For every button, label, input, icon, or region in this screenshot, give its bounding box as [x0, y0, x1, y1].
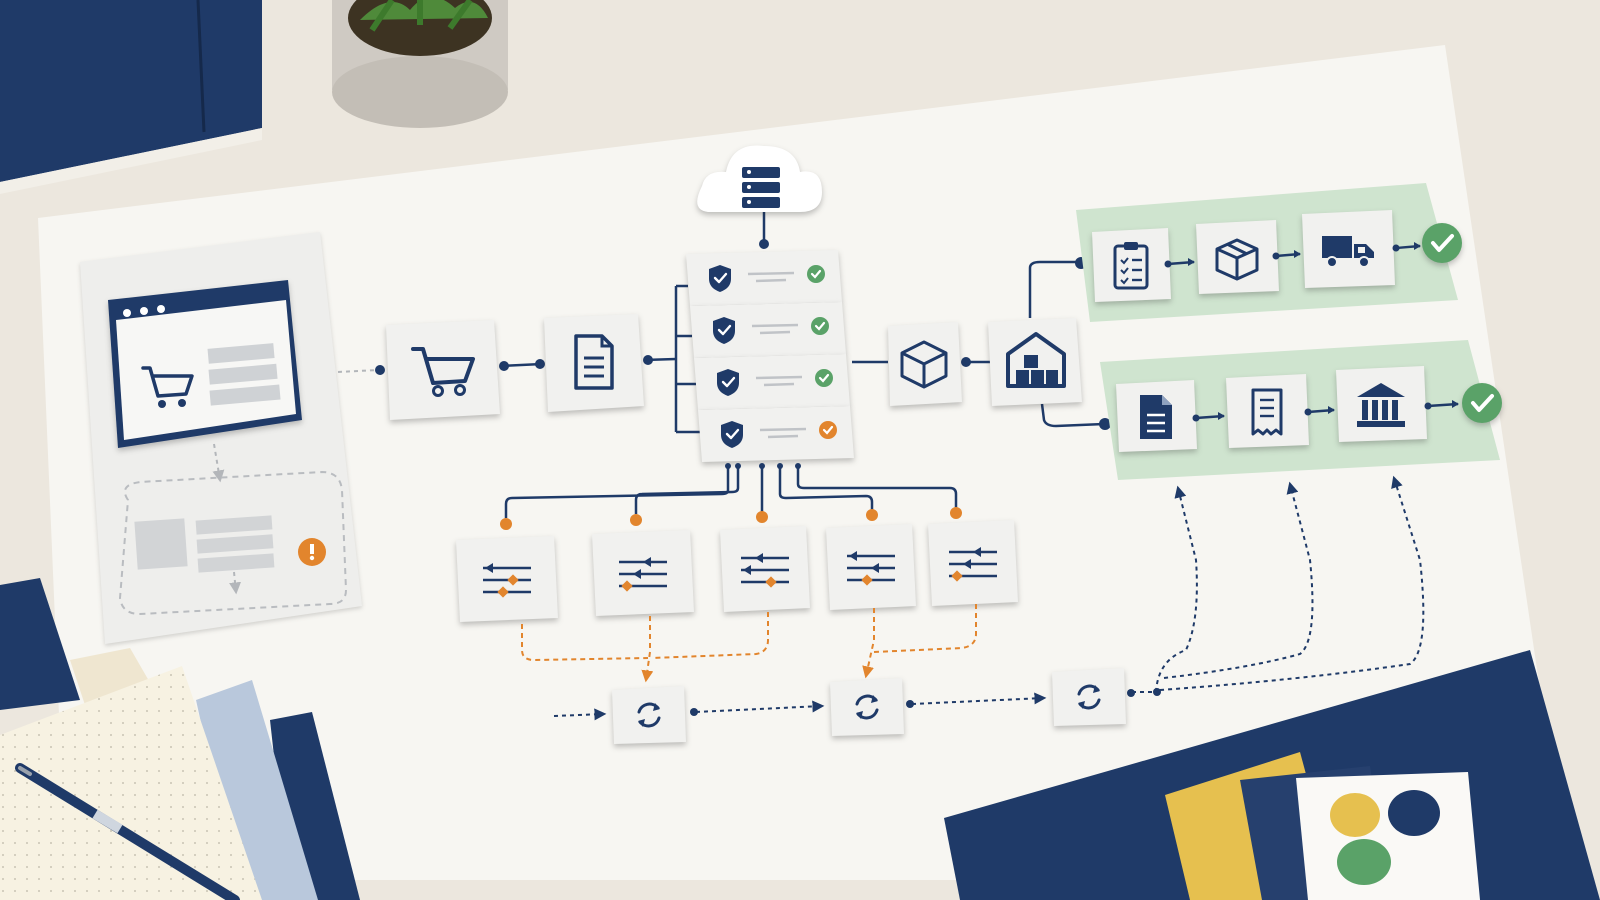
placeholder-line: [763, 382, 795, 387]
bank-icon: [1357, 383, 1405, 427]
status-ok-icon: [811, 317, 829, 335]
sync-icon: [637, 702, 661, 728]
shield-check-icon: [713, 317, 735, 344]
clipboard-checklist-icon: [1113, 242, 1149, 290]
lane-connectors: [1164, 242, 1421, 268]
shopping-cart-icon: [141, 366, 194, 408]
storefront-card: [80, 232, 362, 644]
sync-node[interactable]: [612, 686, 686, 744]
placeholder-line: [759, 330, 791, 335]
status-ok-icon: [807, 265, 825, 283]
config-node[interactable]: [456, 536, 558, 622]
config-branch-connectors: [504, 466, 958, 518]
yellow-swatch-dot: [1330, 793, 1380, 837]
placeholder-line: [751, 323, 799, 328]
lane-step[interactable]: [1336, 366, 1427, 442]
potted-plant: [332, 0, 508, 128]
config-node[interactable]: [826, 524, 916, 610]
sliders-icon: [619, 557, 667, 592]
security-check-card[interactable]: [690, 302, 846, 358]
status-pending-icon: [819, 421, 837, 439]
receipt-icon: [1251, 388, 1283, 436]
lane-result: [1462, 383, 1502, 423]
orange-feedback-connectors: [521, 604, 977, 683]
connector-dots: [499, 239, 1111, 430]
lane-result: [1422, 223, 1462, 263]
exclamation-icon: [298, 538, 326, 566]
placeholder-line: [747, 271, 795, 276]
navy-swatch-dot: [1388, 790, 1440, 836]
sync-node-row: [612, 668, 1126, 744]
finance-lane: [1100, 340, 1502, 480]
sliders-icon: [847, 551, 895, 586]
security-check-card[interactable]: [686, 250, 842, 306]
warehouse-icon: [1006, 332, 1066, 388]
package-icon: [900, 340, 948, 389]
config-branch-dots: [500, 507, 962, 530]
green-swatch-dot: [1337, 839, 1391, 885]
sync-node[interactable]: [830, 678, 904, 736]
connector-dot: [375, 365, 385, 375]
navy-binder: [0, 0, 262, 194]
lane-step[interactable]: [1196, 220, 1279, 294]
paper-stack: [0, 578, 360, 900]
document-icon: [574, 334, 614, 390]
browser-window: [108, 280, 302, 448]
connector-storefront-cart: [337, 369, 379, 373]
config-node[interactable]: [720, 526, 810, 612]
placeholder-line: [767, 434, 799, 439]
check-circle-icon: [1422, 223, 1462, 263]
shopping-cart-icon: [411, 347, 475, 397]
status-ok-icon: [815, 369, 833, 387]
sliders-icon: [741, 553, 789, 588]
sync-node[interactable]: [1052, 668, 1126, 726]
finance-steps: [1116, 366, 1502, 452]
flow-node-order[interactable]: [544, 314, 644, 412]
security-bottom-dots: [725, 463, 801, 469]
flow-node-package[interactable]: [888, 322, 962, 406]
invoice-document-icon: [1140, 395, 1172, 439]
placeholder-line: [755, 375, 803, 380]
sync-lane-dots: [690, 688, 1161, 716]
placeholder-line: [759, 427, 807, 432]
fulfillment-lane: [1076, 183, 1462, 322]
lane-step[interactable]: [1302, 210, 1395, 288]
pen: [15, 763, 240, 900]
server-icon: [742, 167, 780, 208]
shield-check-icon: [721, 421, 743, 448]
lane-step[interactable]: [1092, 228, 1171, 302]
sliders-icon: [483, 563, 531, 598]
sync-icon: [855, 694, 879, 720]
color-swatches: [1165, 752, 1480, 900]
shield-check-icon: [709, 265, 731, 292]
config-node-row: [456, 520, 1018, 622]
lane-step[interactable]: [1116, 380, 1197, 452]
security-check-stack: [686, 250, 854, 462]
security-check-card[interactable]: [698, 406, 854, 462]
sliders-icon: [949, 547, 997, 582]
shield-check-icon: [717, 369, 739, 396]
placeholder-line: [755, 278, 787, 283]
cloud-server: [697, 145, 822, 212]
security-check-card[interactable]: [694, 354, 850, 410]
config-node[interactable]: [928, 520, 1018, 606]
flow-node-warehouse[interactable]: [988, 318, 1082, 406]
lane-connectors: [1192, 400, 1459, 422]
flow-node-cart[interactable]: [386, 320, 500, 420]
open-box-icon: [1215, 238, 1259, 281]
delivery-truck-icon: [1322, 236, 1374, 268]
check-circle-icon: [1462, 383, 1502, 423]
error-panel: [118, 470, 348, 616]
sync-icon: [1077, 684, 1101, 710]
config-node[interactable]: [592, 530, 694, 616]
fulfillment-steps: [1092, 210, 1462, 302]
lane-step[interactable]: [1226, 374, 1309, 448]
sync-lane-connectors: [553, 475, 1425, 721]
